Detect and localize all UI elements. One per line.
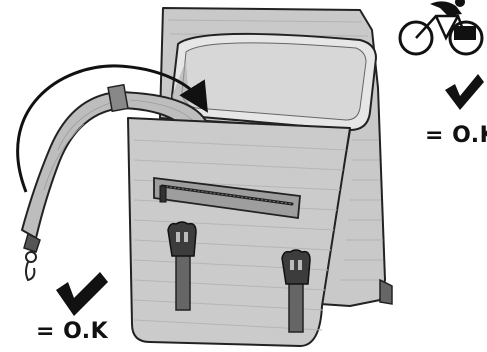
checkmark-icon bbox=[445, 74, 484, 110]
ok-label-left: = O.K bbox=[36, 319, 108, 344]
ok-label-right: = O.K bbox=[425, 123, 487, 148]
bag-front-panel bbox=[128, 118, 350, 346]
checkmark-icon bbox=[56, 272, 108, 316]
zipper-pull bbox=[160, 186, 166, 202]
rack-hook bbox=[380, 280, 392, 304]
cyclist-icon bbox=[400, 0, 482, 54]
